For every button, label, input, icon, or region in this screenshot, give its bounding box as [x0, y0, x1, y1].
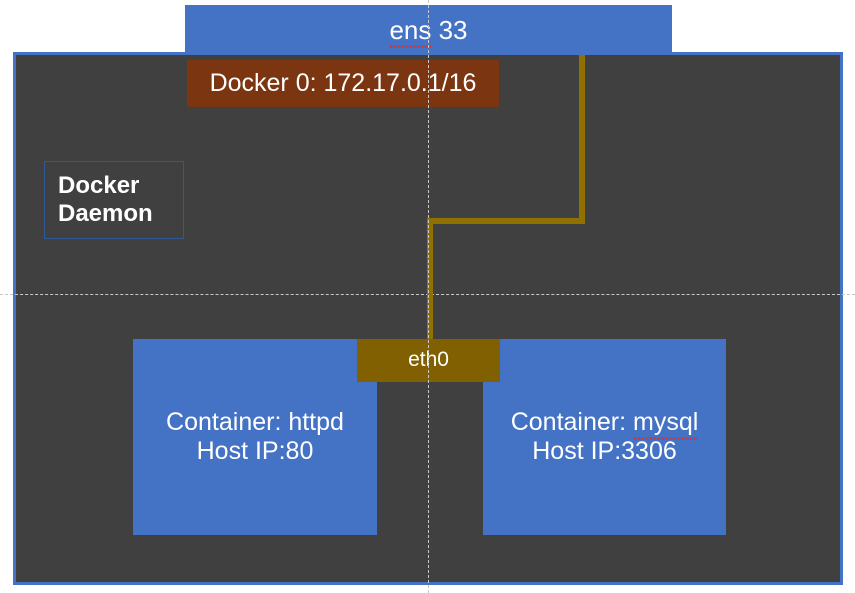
node-docker0-label: Docker 0: 172.17.0.1/16 — [209, 68, 477, 97]
node-container-mysql-line1-prefix: Container: — [510, 407, 633, 436]
connector-segment-horizontal — [427, 218, 585, 224]
connector-segment-vertical-left — [427, 218, 433, 342]
node-ens33-label-misspelled: ens — [389, 14, 432, 48]
node-container-mysql-line1: Container: mysql — [510, 407, 699, 440]
node-docker-daemon-line1: Docker — [58, 171, 140, 199]
node-container-mysql-line1-misspelled: mysql — [633, 407, 699, 440]
vertical-guide-line — [428, 0, 429, 593]
node-docker-daemon-line2: Daemon — [58, 200, 153, 227]
node-ens33-label-rest: 33 — [431, 14, 468, 45]
connector-segment-vertical-right — [579, 53, 585, 224]
node-container-mysql-line2: Host IP:3306 — [532, 437, 677, 465]
node-ens33-label: ens 33 — [389, 14, 468, 48]
node-docker0-bridge[interactable]: Docker 0: 172.17.0.1/16 — [187, 60, 499, 107]
node-container-httpd-line2: Host IP:80 — [196, 437, 314, 465]
node-container-httpd-line1: Container: httpd — [166, 407, 344, 436]
